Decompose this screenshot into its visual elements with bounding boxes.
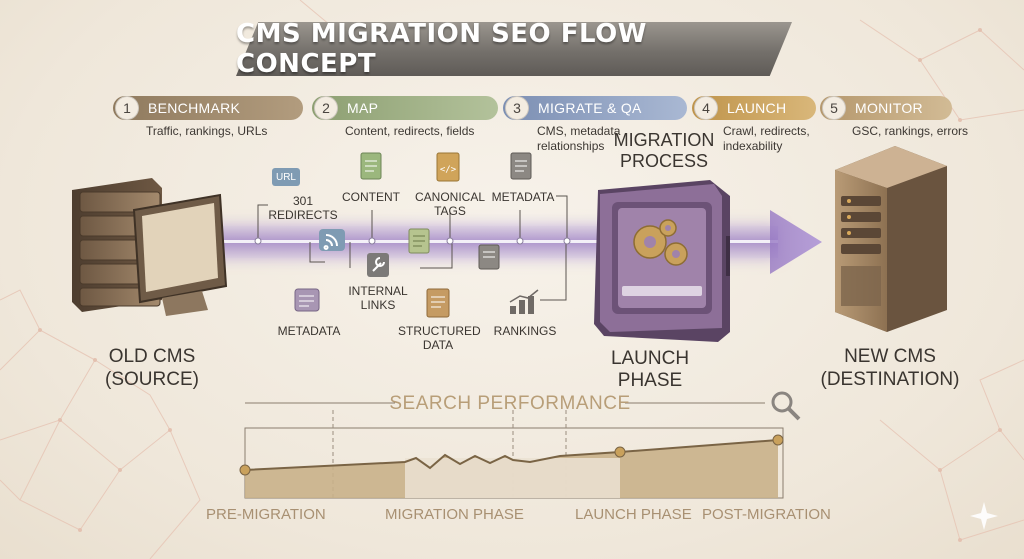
step-number: 2	[314, 96, 338, 120]
canonical-code-icon: </>	[436, 152, 460, 182]
step-description: Content, redirects, fields	[345, 124, 475, 138]
structured-data-icon	[426, 288, 450, 318]
structured-data-label: STRUCTURED	[398, 324, 481, 338]
redirects-label: 301	[292, 194, 314, 208]
migration-flow-glow	[208, 240, 778, 243]
new-cms-label: NEW CMS	[844, 346, 936, 367]
step-description: Traffic, rankings, URLs	[146, 124, 268, 138]
page-title: CMS MIGRATION SEO FLOW CONCEPT	[236, 19, 647, 79]
canonical-label: CANONICAL	[414, 190, 485, 204]
step-benchmark: 1 BENCHMARK	[113, 96, 303, 120]
phase-migration: MIGRATION PHASE	[385, 506, 524, 523]
step-number: 5	[822, 96, 846, 120]
step-description: GSC, rankings, errors	[852, 124, 969, 138]
step-label: BENCHMARK	[148, 100, 241, 116]
metadata-doc-icon	[510, 152, 532, 180]
content-label: CONTENT	[342, 190, 400, 204]
step-description: CMS, metadata relationships	[537, 124, 621, 153]
step-label: LAUNCH	[727, 100, 787, 116]
phase-pre-migration: PRE-MIGRATION	[206, 506, 326, 523]
search-performance-title: SEARCH PERFORMANCE	[389, 393, 631, 414]
metadata-doc-small-icon	[478, 244, 500, 270]
metadata-bottom-label: METADATA	[277, 324, 341, 338]
metadata-card-icon	[294, 288, 320, 312]
phase-launch: LAUNCH PHASE	[575, 506, 692, 523]
step-number: 3	[505, 96, 529, 120]
canonical-sublabel: TAGS	[434, 204, 466, 218]
rss-icon	[319, 229, 345, 251]
phase-post-migration: POST-MIGRATION	[702, 506, 831, 523]
redirects-sublabel: REDIRECTS	[268, 208, 338, 222]
old-server-icon	[72, 178, 228, 316]
content-doc-icon	[360, 152, 382, 180]
step-monitor: 5 MONITOR	[820, 96, 952, 120]
new-server-icon	[835, 146, 947, 332]
step-label: MAP	[347, 100, 379, 116]
old-cms-label: OLD CMS	[108, 346, 196, 367]
step-description: Crawl, redirects, indexability	[723, 124, 810, 153]
step-label: MONITOR	[855, 100, 923, 116]
sparkle-icon	[970, 502, 998, 530]
process-title: MIGRATION	[613, 130, 715, 150]
metadata-top-label: METADATA	[491, 190, 555, 204]
step-label: MIGRATE & QA	[538, 100, 642, 116]
rankings-label: RANKINGS	[493, 324, 557, 338]
step-launch: 4 LAUNCH	[692, 96, 816, 120]
step-map: 2 MAP	[312, 96, 498, 120]
internal-links-sublabel: LINKS	[360, 298, 396, 312]
new-cms-sublabel: (DESTINATION)	[820, 369, 960, 390]
migration-machine-icon	[594, 180, 730, 342]
rankings-chart-icon	[509, 289, 539, 314]
title-banner	[236, 22, 792, 76]
process-subtitle: PROCESS	[619, 151, 709, 171]
content-doc-small-icon	[408, 228, 430, 254]
step-number: 1	[115, 96, 139, 120]
svg-text:</>: </>	[440, 165, 457, 175]
launch-caption: LAUNCH	[610, 348, 690, 369]
wrench-icon	[367, 253, 389, 277]
step-number: 4	[694, 96, 718, 120]
old-cms-sublabel: (SOURCE)	[105, 369, 199, 390]
step-migrate-qa: 3 MIGRATE & QA	[503, 96, 687, 120]
url-badge-icon: URL	[272, 168, 300, 186]
internal-links-label: INTERNAL	[348, 284, 408, 298]
structured-data-sublabel: DATA	[422, 338, 454, 352]
launch-caption-sub: PHASE	[617, 370, 683, 391]
magnifier-icon[interactable]	[768, 388, 802, 422]
